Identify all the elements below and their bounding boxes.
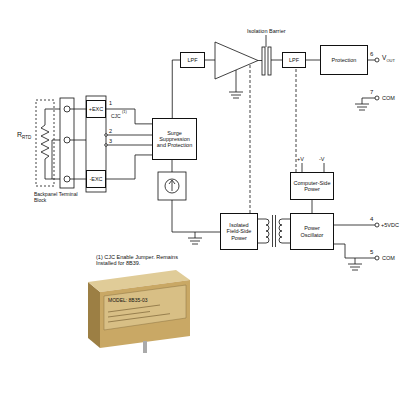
module-side	[88, 282, 100, 348]
signal-label: OUT	[387, 59, 395, 63]
block-box: LPF	[180, 52, 205, 68]
signal-label: 6	[370, 51, 373, 58]
signal-wire	[362, 98, 375, 104]
resistor-symbol	[41, 109, 49, 179]
isolation-barrier	[262, 47, 265, 75]
block-box: Protection	[320, 45, 368, 75]
input-wire	[70, 109, 86, 179]
signal-label: +V	[297, 156, 304, 162]
block-label: LPF	[289, 57, 299, 63]
module-pin	[143, 341, 147, 353]
block-label: Isolated Field-Side Power	[222, 222, 256, 240]
label-print	[108, 305, 170, 322]
block-label: Power Oscillator	[292, 225, 332, 237]
ground-symbol	[348, 264, 362, 270]
signal-label: Isolation Barrier	[247, 28, 286, 34]
signal-wire	[258, 60, 262, 61]
terminal-pin	[375, 96, 379, 100]
pin-dot	[105, 144, 108, 147]
signal-wire	[205, 60, 215, 61]
block-box: Isolated Field-Side Power	[220, 213, 258, 250]
pin-dot	[105, 134, 108, 137]
signal-label: V	[382, 54, 386, 61]
current-arrow	[169, 180, 175, 191]
supply-tick	[302, 163, 324, 172]
return-wire	[172, 200, 220, 238]
transformer-coil	[279, 219, 282, 243]
block-label: -EXC	[89, 176, 102, 182]
signal-label: (1)	[122, 110, 127, 114]
block-label: LPF	[187, 57, 197, 63]
current-source-symbol	[165, 179, 179, 193]
block-label: +EXC	[89, 106, 104, 112]
signal-label: 1	[109, 100, 112, 106]
signal-label: 2	[109, 128, 112, 134]
terminal-screw	[64, 176, 70, 182]
signal-wire	[172, 60, 180, 118]
signal-label: (1) CJC Enable Jumper. Remains Installed…	[96, 254, 178, 266]
ground-symbol	[188, 238, 202, 244]
signal-label: R	[17, 131, 22, 139]
block-box: Surge Suppression and Protection	[152, 118, 197, 160]
block-box: LPF	[282, 52, 306, 68]
input-wire	[106, 135, 152, 145]
terminal-pin	[375, 223, 379, 227]
power-wire	[258, 219, 290, 243]
signal-label: 4	[370, 216, 373, 223]
leader-line	[266, 35, 267, 47]
module-front	[100, 280, 190, 348]
sensor-outline	[36, 100, 54, 186]
block-label: Protection	[332, 57, 357, 63]
signal-label: COM	[382, 95, 395, 101]
block-label: Surge Suppression and Protection	[154, 130, 195, 148]
signal-label: COM	[382, 255, 395, 261]
signal-label: -V	[319, 156, 325, 162]
terminal-pin	[375, 256, 379, 260]
signal-wire	[368, 60, 375, 61]
signal-label: CJC	[111, 114, 121, 120]
sensor-wire	[45, 109, 60, 179]
terminal-pin	[375, 58, 379, 62]
signal-wire	[106, 109, 152, 124]
block-box: Power Oscillator	[290, 213, 334, 250]
module-label	[104, 285, 186, 330]
isolation-barrier	[268, 47, 271, 75]
ground-symbol	[355, 104, 369, 110]
current-source-box	[158, 172, 186, 200]
transformer-core	[273, 215, 276, 247]
signal-wire	[106, 155, 152, 179]
signal-label: Backpanel Terminal Block	[34, 192, 82, 203]
signal-label: 5	[370, 249, 373, 256]
ground-wire	[236, 70, 237, 92]
block-box: -EXC	[86, 170, 106, 188]
block-box: Computer-Side Power	[290, 172, 334, 200]
terminal-screw	[64, 106, 70, 112]
amplifier-symbol	[215, 42, 258, 79]
signal-wire	[312, 200, 313, 213]
signal-label: RTD	[22, 136, 31, 141]
signal-label: +5VDC	[381, 222, 399, 228]
signal-label: 3	[109, 138, 112, 144]
block-label: Computer-Side Power	[292, 180, 332, 192]
signal-wire	[172, 160, 173, 172]
block-box: +EXC	[86, 100, 106, 118]
transformer-coil	[266, 219, 269, 243]
terminal-block	[60, 98, 74, 188]
ground-symbol	[229, 92, 243, 98]
terminal-screw	[64, 137, 70, 143]
signal-label: MODEL: 8B35-03	[108, 298, 147, 304]
signal-wire	[306, 60, 320, 61]
signal-wire	[271, 60, 282, 61]
input-connector	[86, 96, 106, 192]
signal-label: 7	[370, 89, 373, 96]
power-wire	[334, 225, 375, 264]
